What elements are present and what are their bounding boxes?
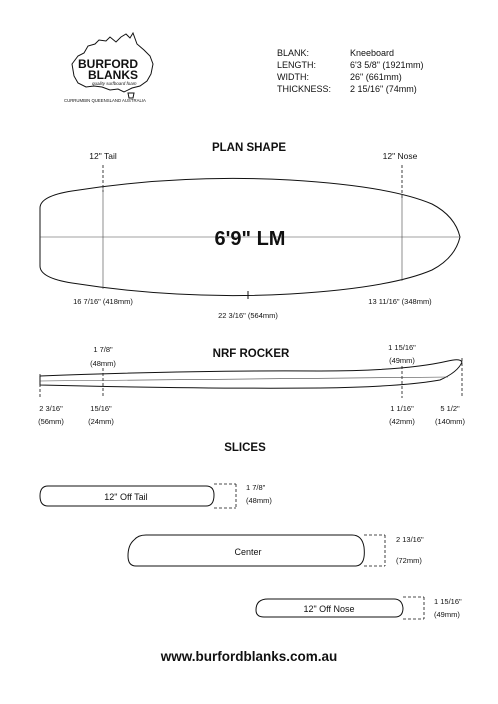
slice-center-thickness-mm: (72mm) [396,556,422,565]
slice-center: Center 2 13/16" (72mm) [127,534,424,567]
rocker-title: NRF ROCKER [213,348,290,360]
nose-12-thickness-mm: (49mm) [389,356,415,365]
slice-tail-outline [39,485,215,507]
tail-12-rocker-mm: (24mm) [88,417,114,426]
slice-center-thickness-in: 2 13/16" [396,535,424,544]
nose-12-thickness-in: 1 15/16" [388,343,416,352]
tasmania-outline [127,92,135,99]
spec-blank-label: BLANK: [277,48,309,58]
australia-map-outline [71,31,154,93]
nose-end-rocker-mm: (140mm) [435,417,466,426]
board-model-label: 6'9" LM [215,228,286,250]
nose-12-rocker-mm: (42mm) [389,417,415,426]
slice-center-label: Center [234,547,261,557]
rocker-profile [39,359,463,389]
tail-end-rocker-mm: (56mm) [38,417,64,426]
spec-thickness-label: THICKNESS: [277,84,331,94]
logo-name-line1: BURFORD [78,57,138,71]
tail-marker-label: 12" Tail [89,151,117,161]
spec-list: BLANK: Kneeboard LENGTH: 6'3 5/8" (1921m… [277,48,423,94]
burford-logo: BURFORD BLANKS quality surfboard foam CU… [64,31,154,103]
nose-width-label: 13 11/16" (348mm) [368,297,432,306]
center-width-label: 22 3/16" (564mm) [218,311,278,320]
slice-nose-thickness-mm: (49mm) [434,610,460,619]
tail-12-thickness-mm: (48mm) [90,359,116,368]
spec-length-value: 6'3 5/8" (1921mm) [350,60,423,70]
slices-section: SLICES 12" Off Tail 1 7/8" (48mm) Center… [39,442,462,620]
nose-end-rocker-in: 5 1/2" [440,404,460,413]
footer-website-url[interactable]: www.burfordblanks.com.au [160,649,338,664]
spec-width-label: WIDTH: [277,72,309,82]
spec-length-label: LENGTH: [277,60,316,70]
nose-marker-label: 12" Nose [383,151,418,161]
logo-name-line2: BLANKS [88,68,138,82]
slice-tail-thickness-in: 1 7/8" [246,483,266,492]
logo-location: CURRUMBIN QUEENSLAND AUSTRALIA [64,98,146,103]
slice-tail-thickness-mm: (48mm) [246,496,272,505]
slice-nose: 12" Off Nose 1 15/16" (49mm) [255,596,462,620]
rocker-midline [39,376,449,382]
logo-tagline: quality surfboard foam [92,81,137,86]
slices-title: SLICES [224,442,266,454]
tail-12-rocker-in: 15/16" [90,404,112,413]
spec-thickness-value: 2 15/16" (74mm) [350,84,417,94]
tail-12-thickness-in: 1 7/8" [93,345,113,354]
slice-nose-thickness-in: 1 15/16" [434,597,462,606]
rocker-section: NRF ROCKER 1 7/8" (48mm) 1 15/16" (49mm)… [38,343,465,426]
spec-width-value: 26" (661mm) [350,72,402,82]
plan-shape-title: PLAN SHAPE [212,142,286,154]
nose-12-rocker-in: 1 1/16" [390,404,414,413]
slice-center-outline [127,534,365,567]
slice-tail-label: 12" Off Tail [104,492,147,502]
tail-end-rocker-in: 2 3/16" [39,404,63,413]
slice-nose-label: 12" Off Nose [303,604,354,614]
slice-tail: 12" Off Tail 1 7/8" (48mm) [39,483,272,509]
tail-width-label: 16 7/16" (418mm) [73,297,133,306]
spec-blank-value: Kneeboard [350,48,394,58]
slice-nose-outline [255,598,404,618]
plan-shape-section: PLAN SHAPE 12" Tail 12" Nose 6'9" LM 16 … [39,142,461,320]
